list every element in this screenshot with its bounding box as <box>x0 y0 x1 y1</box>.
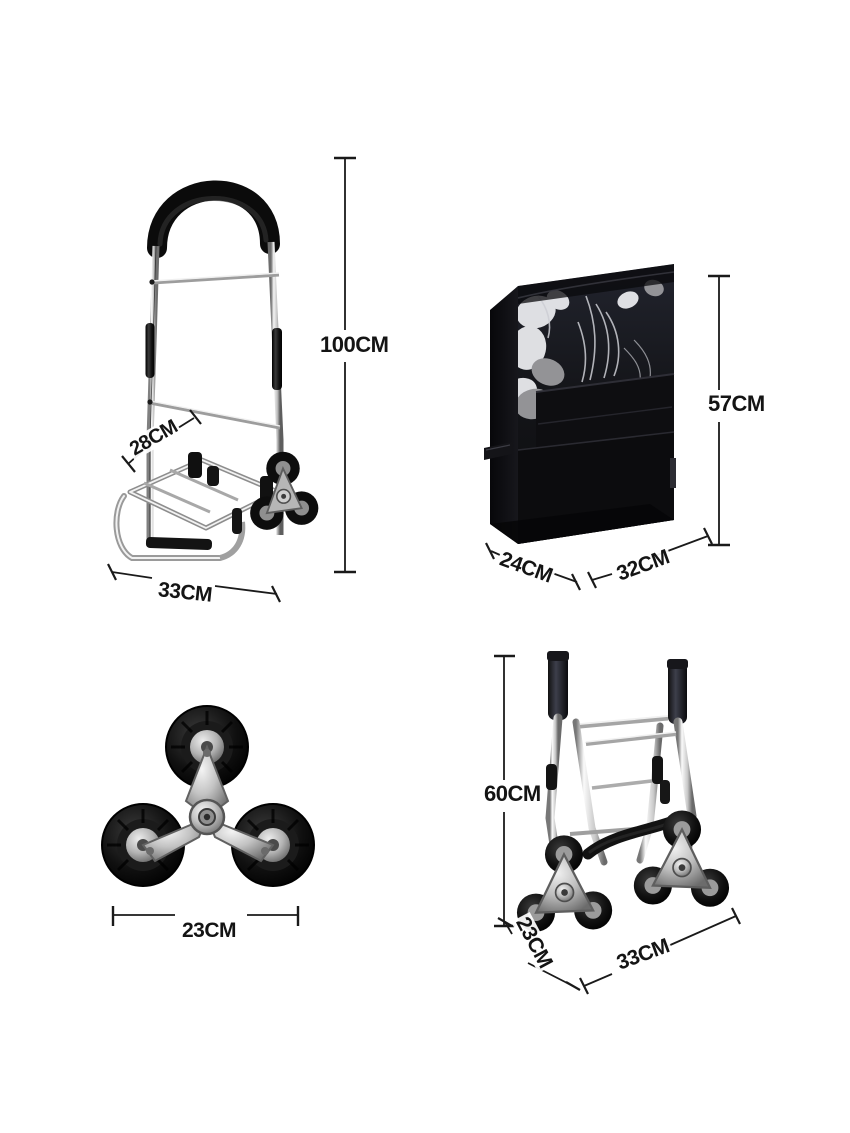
upright-cart-view <box>110 140 340 590</box>
dimension-label-folded-height: 60CM <box>482 781 543 806</box>
dimension-label-wheel-span: 23CM <box>180 919 239 942</box>
folded-handle-grips <box>547 651 688 724</box>
trolley-bag-illustration <box>484 264 676 544</box>
bag-zipper-pull <box>670 458 676 488</box>
tri-wheel-cluster-view <box>95 705 325 905</box>
bag-top-closure <box>518 264 674 304</box>
dimension-label-cart-height: 100CM <box>318 332 391 357</box>
wheel-hub-arms <box>141 744 275 863</box>
tri-wheel-illustration <box>101 705 315 887</box>
dimension-label-bag-height: 57CM <box>706 391 767 416</box>
folded-support-bar <box>582 814 682 860</box>
folded-wheel-right <box>633 810 730 907</box>
bag-side-handle <box>484 442 512 460</box>
folded-hinge-hardware <box>546 756 670 804</box>
cart-tube-sleeves <box>145 323 282 390</box>
cart-tri-wheel-cluster <box>250 451 319 530</box>
trolley-bag-view <box>478 252 708 567</box>
cart-handle-grip <box>147 180 280 258</box>
upright-cart-illustration <box>113 180 319 561</box>
cart-cross-bars <box>147 272 281 430</box>
folded-cart-illustration <box>516 651 730 932</box>
bag-side-panel <box>490 286 518 544</box>
bag-base <box>490 504 674 544</box>
folded-cart-view <box>500 648 750 948</box>
dimension-label-cart-width: 33CM <box>155 578 215 607</box>
folded-wheel-left <box>516 835 613 932</box>
